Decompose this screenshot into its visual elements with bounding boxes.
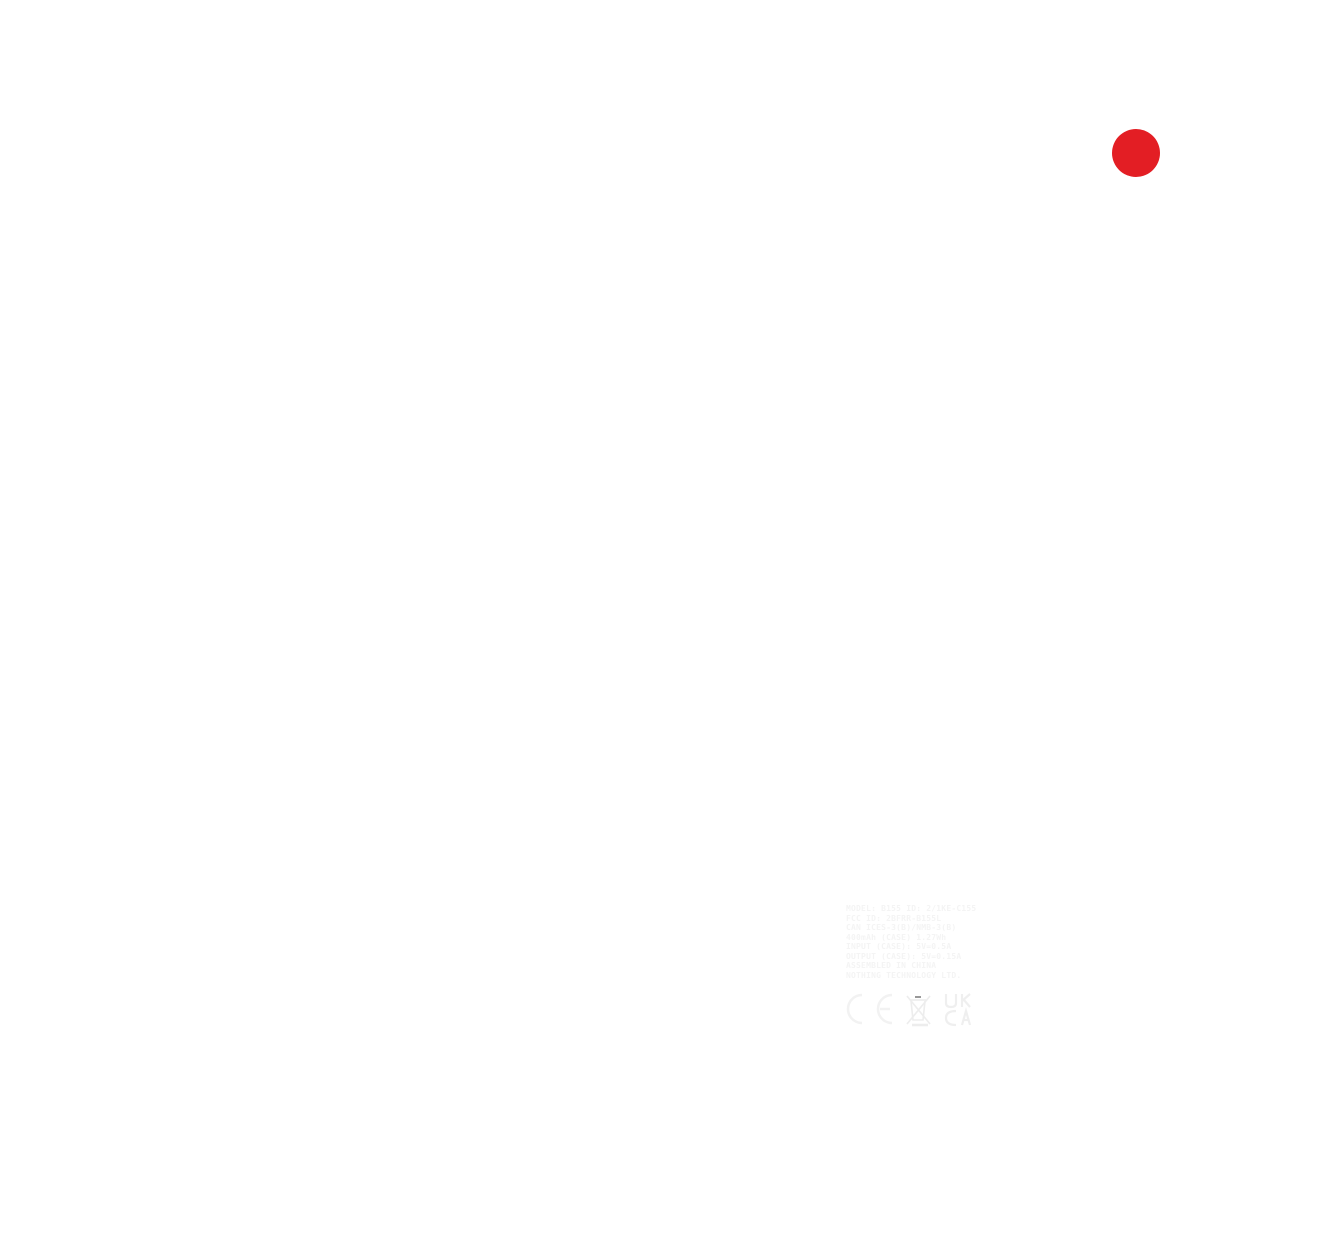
red-dot-icon (1112, 129, 1160, 177)
spec-line-manufacturer: NOTHING TECHNOLOGY LTD. (846, 970, 962, 980)
spec-line-input: INPUT (CASE): 5V=0.5A (846, 942, 952, 951)
ce-mark-icon (846, 993, 893, 1025)
weee-bin-icon (906, 995, 931, 1027)
certification-marks (846, 992, 986, 1028)
spec-line-assembled: ASSEMBLED IN CHINA (846, 961, 937, 970)
ukca-mark-icon (944, 993, 972, 1027)
regulatory-label: MODEL: B155 ID: 2/1KE-C155 FCC ID: 2BFRR… (846, 904, 986, 980)
spec-line-fcc-id: FCC ID: 2BFRR-B155L (846, 913, 942, 923)
spec-line-model: MODEL: B155 ID: 2/1KE-C155 (846, 904, 977, 913)
spec-line-capacity: 400mAh (CASE) 1.27Wh (846, 932, 947, 942)
spec-line-output: OUTPUT (CASE): 5V=0.15A (846, 951, 962, 961)
spec-line-ices: CAN ICES-3(B)/NMB-3(B) (846, 923, 957, 932)
